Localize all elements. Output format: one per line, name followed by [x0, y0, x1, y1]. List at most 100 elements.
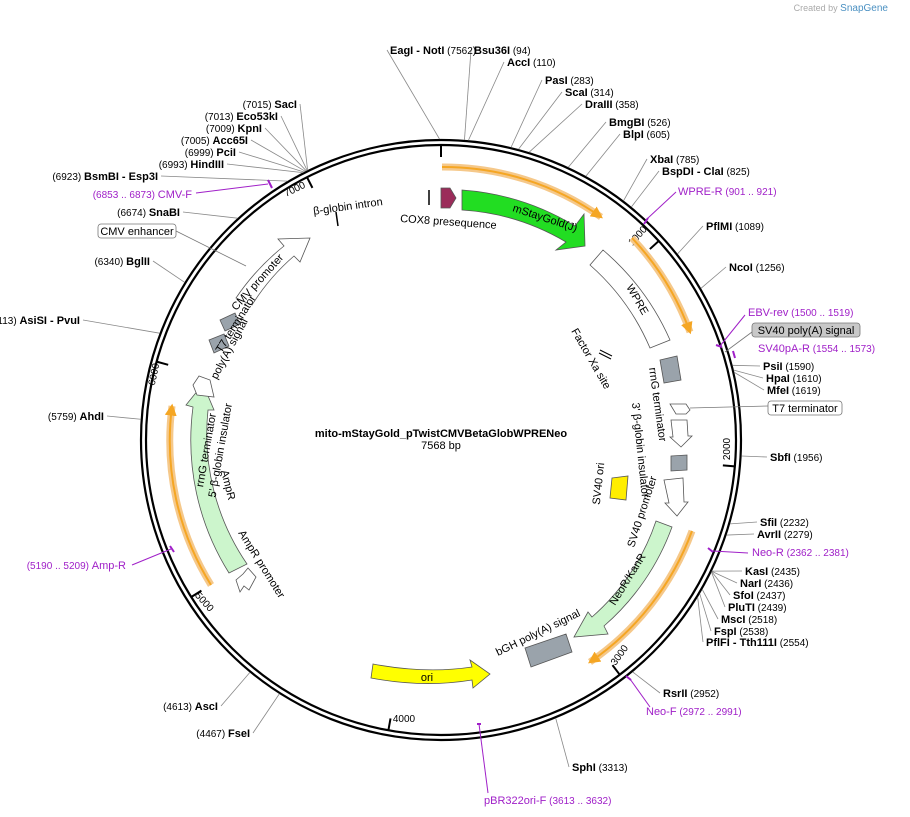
feature-label-18-cmv-promoter: CMV promoter	[229, 252, 286, 313]
boxed-label-cmv-enhancer: CMV enhancer	[100, 226, 174, 238]
feature-t7-terminator-right	[669, 403, 691, 415]
feature-gray-box-left-2	[219, 312, 241, 332]
site-label-kpni: (7009) KpnI	[206, 123, 262, 135]
site-label-bspdi: BspDI - ClaI (825)	[662, 166, 750, 178]
site-leader-sfii	[730, 521, 758, 525]
site-label-ncoi: NcoI (1256)	[729, 262, 785, 274]
primer-leader-pbr322ori-f	[478, 723, 489, 794]
box-t7-terminator	[767, 400, 843, 416]
site-leader-pflfi	[697, 597, 704, 643]
primer-mark-amp-r	[169, 545, 175, 553]
site-label-bsu36i: Bsu36I (94)	[474, 45, 531, 57]
site-label-acc65i: (7005) Acc65I	[181, 135, 248, 147]
site-label-draiii: DraIII (358)	[585, 99, 639, 111]
feature-factor-xa-site-mark2	[598, 352, 612, 360]
primer-mark-cmv-f	[267, 179, 273, 189]
primer-label-pbr322ori-f: pBR322ori-F (3613 .. 3632)	[484, 795, 611, 807]
leader-t7-terminator	[689, 405, 769, 409]
site-leader-bmgbi	[568, 121, 607, 168]
site-leader-msci	[701, 589, 719, 620]
site-label-sfii: SfiI (2232)	[760, 517, 809, 529]
site-label-kasi: KasI (2435)	[745, 566, 800, 578]
site-label-xbai: XbaI (785)	[650, 154, 699, 166]
site-label-hindiii: (6993) HindIII	[159, 159, 224, 171]
site-label-ahdi: (5759) AhdI	[48, 411, 104, 423]
site-label-saci: (7015) SacI	[243, 99, 297, 111]
site-label-sbfi: SbfI (1956)	[770, 452, 822, 464]
feature-label-4-factor-xa-site: Factor Xa site	[568, 327, 612, 392]
site-label-eagi: EagI - NotI (7562)	[390, 45, 476, 57]
site-label-fsei: (4467) FseI	[196, 728, 250, 740]
primer-leader-amp-r	[131, 548, 172, 566]
feature-sv40-ori-shape	[609, 475, 629, 501]
site-label-asci: (4613) AscI	[163, 701, 218, 713]
orf-arc-wpre-core	[631, 237, 693, 335]
feature-factor-xa-site-mark	[599, 349, 613, 357]
site-leader-bglii	[152, 260, 185, 283]
site-leader-acci	[468, 61, 505, 141]
tick-mark-2000	[722, 464, 735, 468]
primer-label-wpre-r: WPRE-R (901 .. 921)	[678, 186, 777, 198]
backbone-outer-ring	[139, 138, 743, 742]
watermark-created-by: Created by	[793, 3, 838, 13]
primer-leader-neo-f	[629, 678, 651, 708]
site-leader-bsmbi	[160, 175, 288, 182]
orf-arc-neo	[588, 529, 696, 665]
primer-label-amp-r: (5190 .. 5209) Amp-R	[27, 560, 126, 572]
site-leader-blpi	[585, 133, 621, 177]
site-label-sphi: SphI (3313)	[572, 762, 628, 774]
leader-cmv-enhancer	[175, 230, 247, 267]
site-label-rsrii: RsrII (2952)	[663, 688, 719, 700]
tick-mark-4000	[387, 718, 392, 731]
leader-sv40-polya	[724, 331, 753, 353]
primer-leader-cmv-f	[195, 183, 269, 194]
site-label-pcii: (6999) PciI	[185, 147, 236, 159]
tick-label-2000: 2000	[722, 437, 733, 460]
orf-arcs	[164, 163, 696, 665]
site-leader-pflmi	[677, 225, 704, 255]
feature-shapes	[185, 187, 693, 689]
site-leader-hindiii	[226, 163, 303, 174]
site-label-snabi: (6674) SnaBI	[117, 207, 180, 219]
site-leader-draiii	[528, 103, 583, 153]
site-leader-eagi	[386, 49, 440, 140]
site-leader-bsu36i	[464, 49, 472, 140]
primer-marks	[131, 179, 749, 794]
site-leader-nari	[711, 571, 738, 584]
site-leader-asisi	[82, 319, 160, 334]
site-leader-sbfi	[741, 455, 768, 458]
site-label-bmgbi: BmgBI (526)	[609, 117, 671, 129]
site-label-bsmbi: (6923) BsmBI - Esp3I	[52, 171, 158, 183]
feature-label-1-cox8-presequence: COX8 presequence	[400, 213, 497, 232]
site-leader-psii	[732, 364, 761, 367]
site-label-pluti: PluTI (2439)	[728, 602, 787, 614]
site-label-bglii: (6340) BglII	[94, 256, 150, 268]
boxed-feature-leaders	[175, 230, 769, 409]
site-label-asisi: (6113) AsiSI - PvuI	[0, 315, 80, 327]
feature-ampr-promoter-shape	[235, 567, 257, 593]
plasmid-size: 7568 bp	[421, 440, 461, 452]
primer-leader-neo-r	[712, 550, 749, 554]
site-leader-acc65i	[250, 139, 306, 172]
site-label-pasi: PasI (283)	[545, 75, 594, 87]
site-label-hpai: HpaI (1610)	[766, 373, 822, 385]
primer-mark-ebv-rev	[715, 344, 723, 348]
site-leader-mfei	[734, 372, 765, 391]
primer-mark-neo-r	[707, 547, 714, 553]
tick-label-6000: 6000	[147, 362, 162, 386]
primer-mark-wpre-r	[643, 217, 649, 225]
tick-mark-3000	[611, 664, 621, 676]
tick-mark-1000	[649, 240, 660, 250]
site-label-fspi: FspI (2538)	[714, 626, 768, 638]
site-leader-xbai	[623, 158, 648, 201]
feature-3-beta-globin-insulator	[668, 419, 693, 448]
site-label-pflfi: PflFI - Tth111I (2554)	[706, 637, 809, 649]
site-leader-ncoi	[700, 266, 727, 289]
site-label-msci: MscI (2518)	[721, 614, 777, 626]
site-label-sfoi: SfoI (2437)	[733, 590, 785, 602]
site-label-nari: NarI (2436)	[740, 578, 793, 590]
snapgene-logo: SnapGene	[840, 3, 888, 14]
site-label-eco53ki: (7013) Eco53kI	[205, 111, 278, 123]
site-leader-ahdi	[106, 415, 141, 420]
